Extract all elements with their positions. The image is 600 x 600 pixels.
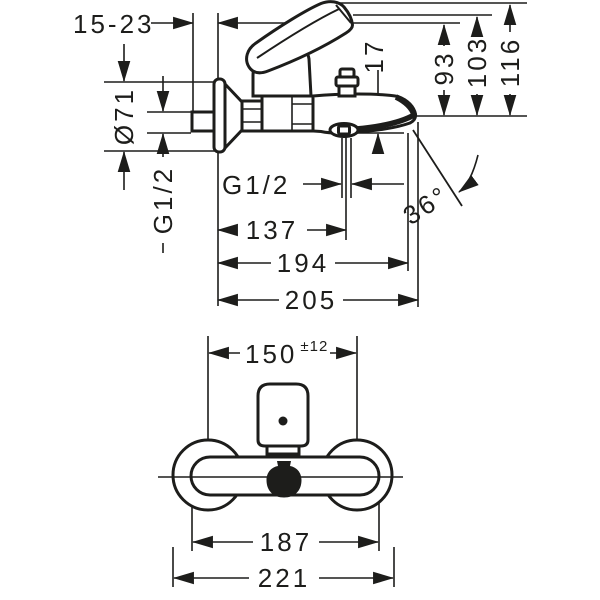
spout-underside-band: [355, 94, 418, 132]
front-view-dimension-lines: [172, 336, 395, 587]
side-view: 15-23 Ø71 G1/2 17 93 103 116 G1/2 137 19…: [73, 0, 527, 315]
wall-distance-label: 15-23: [73, 9, 155, 39]
diverter-knob-base: [337, 84, 357, 98]
depth-205-label: 205: [285, 285, 337, 315]
wall-thread-label: G1/2: [148, 166, 178, 234]
center-distance-label: 150±12: [245, 338, 328, 369]
hose-thread-label: G1/2: [222, 170, 290, 200]
height-103-label: 103: [462, 36, 492, 88]
front-view-faucet: [158, 382, 403, 512]
center-distance-value: 150: [245, 339, 297, 369]
lever-inner-line: [256, 8, 340, 59]
height-93-label: 93: [429, 51, 459, 86]
supply-nut: [190, 110, 217, 133]
depth-137-label: 137: [246, 215, 298, 245]
escutcheon-diameter-label: Ø71: [109, 87, 139, 145]
spout-edge-height-label: 17: [359, 39, 389, 74]
handle-dot: [278, 416, 288, 426]
depth-194-label: 194: [277, 248, 329, 278]
escutcheon-flange: [212, 77, 227, 154]
mixer-body: [260, 94, 315, 133]
shower-hose-outlet-thread: [337, 124, 351, 136]
escutcheon-cone: [223, 80, 244, 152]
front-view: 150±12 187 221: [158, 336, 403, 593]
height-116-label: 116: [495, 37, 525, 87]
front-lever-handle: [256, 382, 310, 448]
spout-angle-label: 36°: [398, 179, 455, 230]
body-width-label: 187: [260, 527, 312, 557]
front-view-labels: 150±12 187 221: [245, 338, 328, 593]
front-spout-outlet: [266, 461, 302, 498]
angle-arrow: [458, 154, 479, 193]
hex-adapter: [240, 99, 264, 133]
lever-handle: [245, 0, 355, 75]
side-view-faucet: [190, 0, 418, 154]
overall-width-label: 221: [258, 563, 310, 593]
center-distance-tolerance: ±12: [300, 338, 328, 355]
